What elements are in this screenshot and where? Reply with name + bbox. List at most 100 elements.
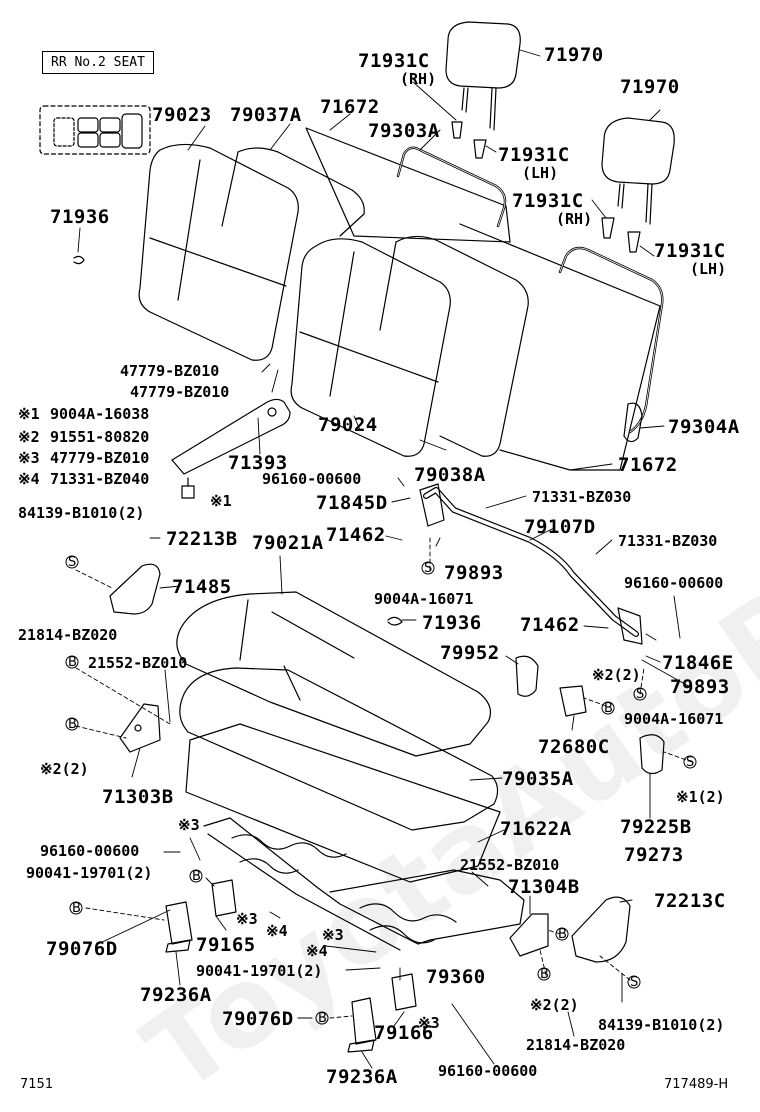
callout-b: B: [68, 655, 77, 670]
part-label: 72213B: [166, 528, 238, 550]
part-label: ※1: [210, 492, 232, 510]
part-label: (LH): [522, 164, 559, 182]
part-label: 79035A: [502, 768, 574, 790]
part-label: 21814-BZ020: [18, 626, 118, 644]
part-label: 21814-BZ020: [526, 1036, 626, 1054]
callout-b: B: [558, 927, 567, 942]
legend-mark: ※4: [18, 470, 40, 488]
seatback-frame-79304a: [558, 246, 664, 443]
part-label: 71304B: [508, 876, 580, 898]
clip-71936-upper: [73, 255, 85, 265]
part-label: ※4: [266, 922, 288, 940]
part-label: 47779-BZ010: [130, 383, 230, 401]
legend-mark: ※1: [18, 405, 40, 423]
headrest-71970-upper: [445, 21, 521, 131]
callout-b: B: [68, 717, 77, 732]
seat-label: RR No.2 SEAT: [42, 51, 154, 74]
part-label: 79236A: [326, 1066, 398, 1088]
bolt-9004a: [181, 477, 195, 499]
leader-lines: [77, 49, 693, 1069]
part-label: 21552-BZ010: [88, 654, 188, 672]
part-label: 71931C: [358, 50, 430, 72]
part-label: 71462: [520, 614, 580, 636]
part-label: ※3: [418, 1014, 440, 1032]
callout-s: S: [424, 561, 433, 576]
leg-79236a-right: [347, 997, 377, 1053]
hinge-71393: [171, 398, 291, 475]
part-label: 79024: [318, 414, 378, 436]
leg-79236a-left: [165, 901, 193, 953]
part-label: 71931C: [498, 144, 570, 166]
clip-71936-lower: [387, 616, 403, 626]
legend-mark: ※2: [18, 428, 40, 446]
bracket-72680c: [559, 685, 587, 717]
part-label: 96160-00600: [438, 1062, 538, 1080]
part-label: ※4: [306, 942, 328, 960]
part-label: 79023: [152, 104, 212, 126]
seatback-pad-79038a: [379, 235, 529, 457]
part-label: 71936: [422, 612, 482, 634]
seat-cushion-pad-79035a: [179, 667, 499, 831]
seatback-cover-79024: [290, 238, 451, 457]
bracket-79165: [211, 879, 237, 917]
footer-right-code: 717489-H: [664, 1077, 729, 1092]
callout-s: S: [630, 975, 639, 990]
part-label: 79236A: [140, 984, 212, 1006]
callout-b: B: [318, 1011, 327, 1026]
part-label: 79360: [426, 966, 486, 988]
part-label: (LH): [690, 260, 727, 278]
part-label: 90041-19701(2): [26, 864, 153, 882]
part-label: 9004A-16071: [624, 710, 724, 728]
part-label: 79952: [440, 642, 500, 664]
side-bracket-71303b: [119, 703, 161, 753]
part-label: 96160-00600: [262, 470, 362, 488]
part-label: 71846E: [662, 652, 734, 674]
part-label: 79225B: [620, 816, 692, 838]
part-label: 71970: [544, 44, 604, 66]
callout-s: S: [636, 687, 645, 702]
part-label: 71931C: [654, 240, 726, 262]
part-label: 79076D: [46, 938, 118, 960]
legend-mark: ※3: [18, 449, 40, 467]
side-bracket-71304b: [509, 913, 549, 957]
part-label: ※2(2): [530, 996, 579, 1014]
seat-frame-79360: [203, 817, 525, 951]
side-cover-71485: [109, 563, 161, 615]
part-label: 71672: [320, 96, 380, 118]
part-label: 79893: [670, 676, 730, 698]
part-label: ※2(2): [592, 666, 641, 684]
part-label: 79076D: [222, 1008, 294, 1030]
footer-left-code: 7151: [20, 1077, 54, 1092]
part-label: 79166: [374, 1022, 434, 1044]
part-label: 71331-BZ030: [618, 532, 718, 550]
part-label: ※1(2): [676, 788, 725, 806]
part-label: 72213C: [654, 890, 726, 912]
part-label: 21552-BZ010: [460, 856, 560, 874]
seatback-pad-79037a: [221, 147, 365, 237]
part-label: 84139-B1010(2): [598, 1016, 725, 1034]
cover-79273: [571, 896, 631, 963]
part-label: 96160-00600: [40, 842, 140, 860]
part-label: 71845D: [316, 492, 388, 514]
part-label: 71936: [50, 206, 110, 228]
cover-79952: [515, 655, 539, 697]
seatback-board-71672-upper: [305, 127, 511, 243]
seatback-cover-79023: [138, 143, 299, 361]
seatback-board-71672-lower: [459, 223, 661, 471]
crossbar-79107d: [419, 483, 643, 645]
part-label: 71931C: [512, 190, 584, 212]
callout-b: B: [72, 901, 81, 916]
seat-layout-icon: [39, 105, 151, 155]
headrest-supports: [451, 121, 641, 253]
part-label: 84139-B1010(2): [18, 504, 145, 522]
part-label: 9004A-16071: [374, 590, 474, 608]
bracket-79166: [391, 973, 417, 1011]
part-label: 71622A: [500, 818, 572, 840]
legend-part: 47779-BZ010: [50, 449, 150, 467]
part-label: 96160-00600: [624, 574, 724, 592]
part-label: 71303B: [102, 786, 174, 808]
part-label: ※3: [322, 926, 344, 944]
part-label: 79893: [444, 562, 504, 584]
part-label: 47779-BZ010: [120, 362, 220, 380]
